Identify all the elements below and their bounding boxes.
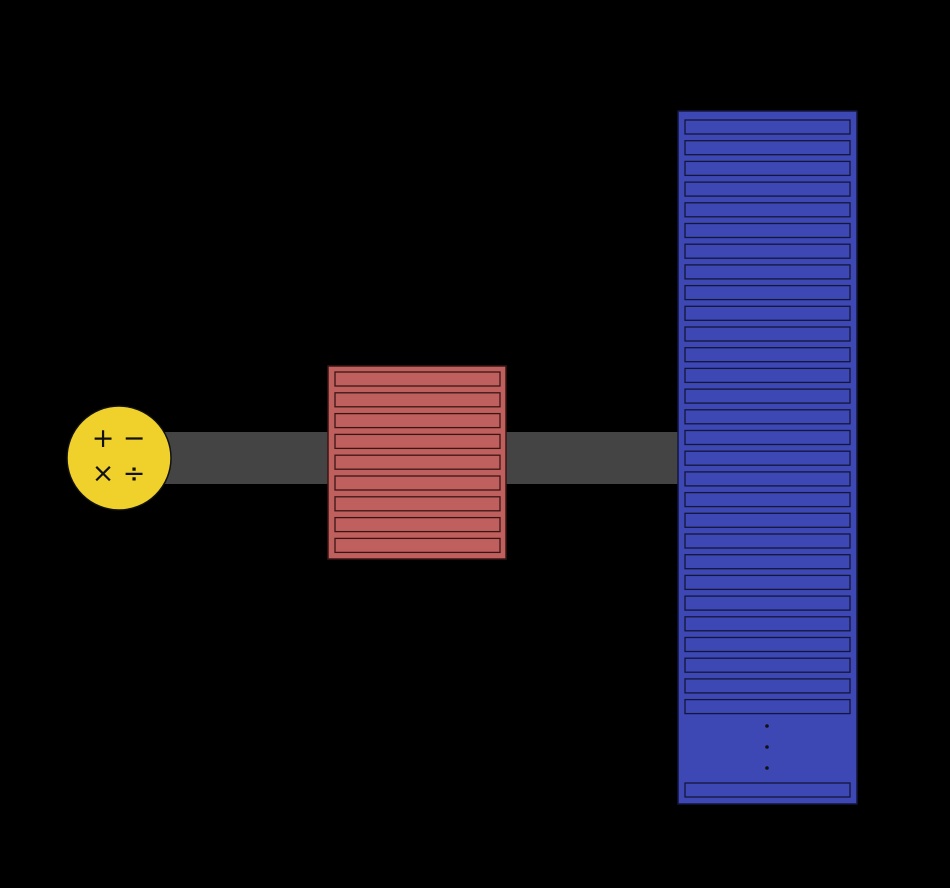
memory-row	[684, 347, 851, 363]
memory-row	[684, 202, 851, 218]
arithmetic-operators-icon: + − × ÷	[92, 423, 146, 489]
memory-row	[684, 388, 851, 404]
memory-row	[684, 512, 851, 528]
register-row	[334, 412, 501, 429]
alu-op-divide: ÷	[123, 458, 146, 489]
alu-op-minus: −	[123, 423, 146, 454]
alu-circle	[66, 405, 172, 511]
ellipsis-dot	[765, 724, 769, 728]
register-row	[334, 496, 501, 512]
memory-row	[684, 554, 851, 570]
register-row	[334, 433, 501, 450]
alu-op-plus: +	[92, 423, 115, 454]
register-row	[334, 392, 501, 408]
memory-row	[684, 471, 851, 487]
memory-rows	[684, 119, 851, 715]
memory-row	[684, 243, 851, 259]
memory-row	[684, 284, 851, 301]
ellipsis-dot	[765, 745, 769, 749]
register-row	[334, 537, 501, 554]
memory-row	[684, 491, 851, 508]
memory-row	[684, 595, 851, 611]
register-row	[334, 516, 501, 533]
register-file	[327, 365, 507, 560]
memory-row	[684, 326, 851, 342]
memory-row	[684, 222, 851, 239]
memory-row	[684, 616, 851, 632]
memory-row	[684, 409, 851, 425]
memory-row	[684, 264, 851, 280]
main-memory	[677, 110, 858, 805]
memory-row	[684, 636, 851, 653]
memory-row	[684, 678, 851, 694]
alu-unit: + − × ÷	[66, 405, 172, 511]
register-row	[334, 454, 501, 470]
register-row	[334, 371, 501, 387]
ellipsis-dot	[765, 766, 769, 770]
memory-row	[684, 782, 851, 798]
register-row	[334, 475, 501, 491]
memory-row	[684, 429, 851, 446]
memory-ellipsis	[765, 724, 769, 770]
memory-trailing-rows	[684, 782, 851, 798]
memory-row	[684, 160, 851, 177]
memory-row	[684, 657, 851, 673]
register-rows	[334, 371, 501, 554]
memory-row	[684, 305, 851, 321]
alu-register-connector	[165, 432, 329, 484]
memory-row	[684, 140, 851, 156]
memory-row	[684, 574, 851, 591]
alu-op-times: ×	[92, 458, 115, 489]
register-memory-connector	[506, 432, 680, 484]
memory-row	[684, 119, 851, 135]
memory-row	[684, 367, 851, 384]
memory-row	[684, 698, 851, 715]
memory-row	[684, 450, 851, 466]
memory-row	[684, 533, 851, 549]
memory-row	[684, 181, 851, 197]
